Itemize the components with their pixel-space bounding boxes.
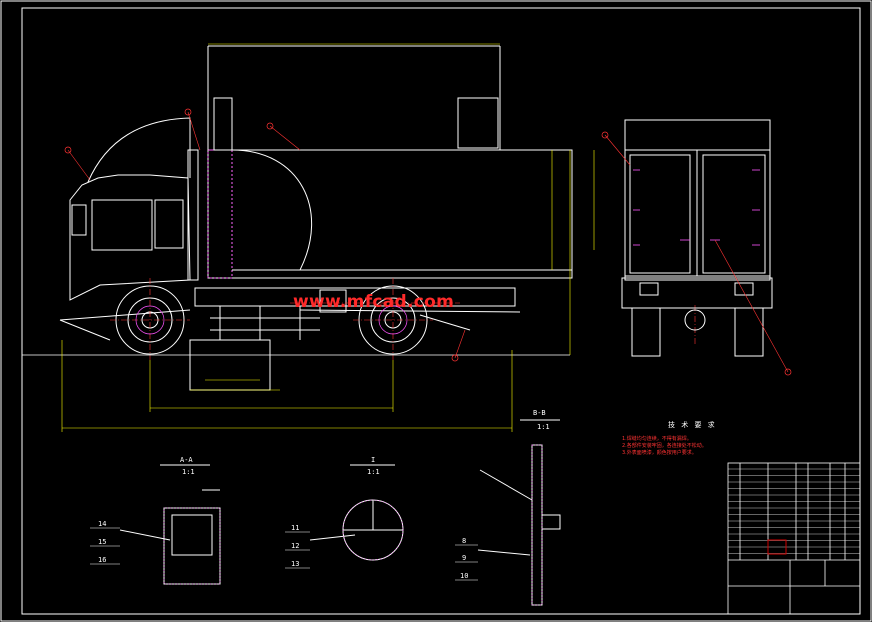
- balloons: [64, 108, 792, 376]
- centerlines: [110, 278, 696, 360]
- tech-requirement-1: 1.焊缝均匀连续，不得有漏焊。: [622, 436, 692, 442]
- section-i-callout-12: 12: [291, 542, 300, 550]
- section-i-title: I: [371, 456, 376, 464]
- truck-side-view: [59, 45, 573, 391]
- truck-rear-view: [621, 119, 773, 357]
- section-aa-scale: 1:1: [182, 468, 195, 476]
- section-aa-callout-16: 16: [98, 556, 107, 564]
- section-i-callout-11: 11: [291, 524, 300, 532]
- section-aa: [119, 464, 221, 585]
- tech-requirements-title: 技 术 要 求: [668, 421, 717, 429]
- red-mark-box: [767, 539, 787, 555]
- section-i-callout-13: 13: [291, 560, 300, 568]
- section-i-scale: 1:1: [367, 468, 380, 476]
- tech-requirement-2: 2.各部件安装牢固，各连接处不松动。: [622, 443, 707, 449]
- parts-list-rows: [728, 468, 860, 554]
- section-aa-callout-15: 15: [98, 538, 107, 546]
- section-bb: [477, 419, 561, 606]
- dimension-lines: [61, 43, 595, 432]
- title-block: [727, 462, 861, 615]
- section-bb-title: B-B: [533, 409, 546, 417]
- wheel-hatch: [135, 305, 408, 335]
- section-i: [309, 464, 404, 561]
- section-bb-scale: 1:1: [537, 423, 550, 431]
- callout-lines: [90, 527, 478, 581]
- tech-requirement-3: 3.外表面喷漆，颜色按用户要求。: [622, 450, 697, 456]
- watermark: www.mfcad.com: [293, 292, 455, 312]
- inner-border: [21, 7, 861, 615]
- section-bb-callout-10: 10: [460, 572, 469, 580]
- section-aa-title: A-A: [180, 456, 193, 464]
- section-aa-callout-14: 14: [98, 520, 107, 528]
- balloon-leaders: [67, 111, 789, 373]
- section-bb-callout-9: 9: [462, 554, 467, 562]
- section-bb-callout-8: 8: [462, 537, 467, 545]
